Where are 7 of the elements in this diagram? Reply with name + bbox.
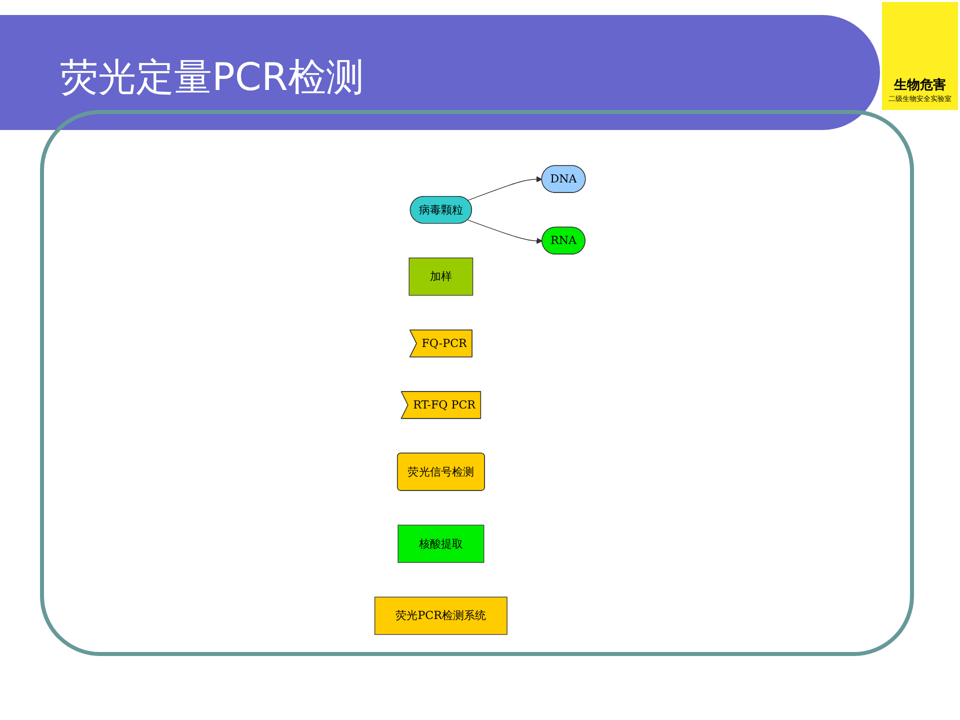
title: 荧光定量PCR检测	[60, 54, 364, 101]
arrow	[467, 220, 542, 244]
arrow	[467, 176, 542, 201]
node-box: 加样	[408, 258, 474, 296]
node-box: 核酸提取	[398, 524, 484, 563]
node-box: 荧光PCR检测系统	[374, 596, 508, 635]
warning-text: 生物危害	[894, 76, 946, 94]
